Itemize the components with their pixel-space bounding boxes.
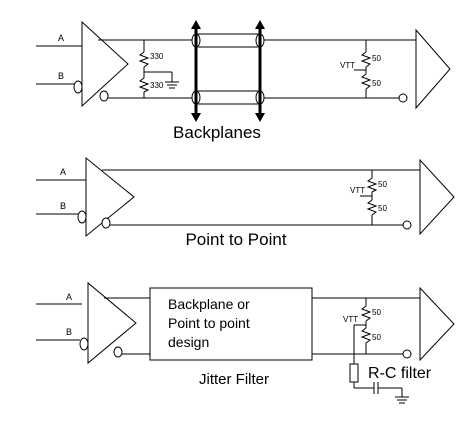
point-to-point-caption: Point to Point	[185, 230, 286, 249]
receiver-bubble	[402, 349, 412, 359]
receiver-buffer-symbol	[419, 286, 455, 362]
vtt-label: VTT	[350, 186, 365, 195]
resistor-bottom-value: 330	[150, 81, 164, 90]
ground-icon	[395, 396, 409, 404]
backplanes-panel: A B 330 330	[36, 20, 451, 142]
receiver-bubble	[402, 220, 412, 230]
resistor-top-value: 330	[150, 52, 164, 61]
receiver-bubble	[398, 93, 408, 103]
termination-resistor-top	[360, 51, 372, 68]
receiver-buffer-symbol	[415, 28, 451, 110]
inverter-bubble-out	[99, 90, 109, 102]
point-to-point-panel: A B VTT 50 50 Point to Point	[36, 156, 455, 249]
inverter-bubble-in	[79, 337, 89, 351]
inverter-bubble-out	[113, 346, 123, 358]
input-a-label: A	[66, 292, 72, 302]
driver-buffer-symbol	[81, 20, 129, 108]
inverter-bubble-out	[101, 217, 111, 229]
vtt-label: VTT	[340, 61, 355, 70]
backplane-design-box	[149, 287, 313, 361]
backplane-arrow-right	[255, 20, 265, 122]
box-line-3: design	[168, 334, 209, 350]
ground-icon	[165, 81, 179, 89]
termination-resistor-bottom	[360, 327, 372, 344]
rc-filter-capacitor	[373, 382, 379, 394]
termination-resistor-top	[360, 305, 372, 322]
backplane-connector-top	[191, 33, 265, 48]
resistor-330-bottom	[138, 77, 150, 93]
driver-buffer-symbol	[85, 156, 135, 238]
input-a-label: A	[60, 167, 66, 177]
rc-filter-label: R-C filter	[368, 365, 432, 382]
backplane-arrow-left	[191, 20, 201, 122]
termination-resistor-bottom	[366, 199, 378, 216]
resistor-330-top	[138, 51, 150, 68]
input-a-label: A	[58, 33, 64, 43]
term-bottom-value: 50	[378, 204, 387, 213]
inverter-bubble-in	[73, 80, 83, 94]
receiver-buffer-symbol	[419, 158, 455, 236]
inverter-bubble-in	[77, 210, 87, 224]
input-b-label: B	[60, 201, 66, 211]
term-top-value: 50	[372, 308, 381, 317]
term-bottom-value: 50	[372, 79, 381, 88]
jitter-filter-panel: A B Backplane or Point to point design V…	[36, 281, 455, 404]
box-line-1: Backplane or	[168, 296, 250, 312]
rc-filter-resistor	[349, 363, 359, 383]
termination-resistor-bottom	[360, 73, 372, 90]
vtt-label: VTT	[343, 315, 358, 324]
backplane-connector-bottom	[191, 90, 265, 105]
box-line-2: Point to point	[168, 315, 250, 331]
input-b-label: B	[58, 71, 64, 81]
jitter-filter-caption: Jitter Filter	[199, 371, 269, 388]
driver-buffer-symbol	[87, 281, 137, 365]
backplanes-caption: Backplanes	[173, 123, 261, 142]
term-bottom-value: 50	[372, 333, 381, 342]
input-b-label: B	[66, 327, 72, 337]
term-top-value: 50	[378, 180, 387, 189]
term-top-value: 50	[372, 54, 381, 63]
termination-resistor-top	[366, 177, 378, 193]
